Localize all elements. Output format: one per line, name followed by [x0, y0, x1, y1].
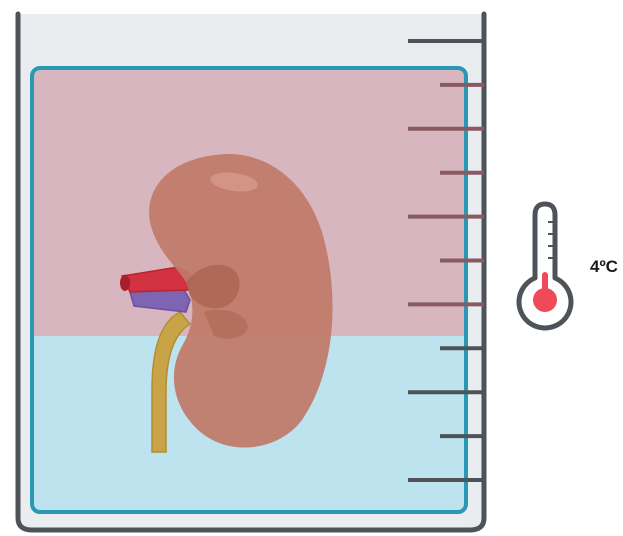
renal-artery-opening	[120, 275, 130, 291]
thermometer-icon	[519, 204, 571, 328]
kidney-icon	[120, 154, 333, 452]
temperature-label: 4ºC	[590, 257, 618, 277]
thermometer-bulb	[533, 288, 557, 312]
